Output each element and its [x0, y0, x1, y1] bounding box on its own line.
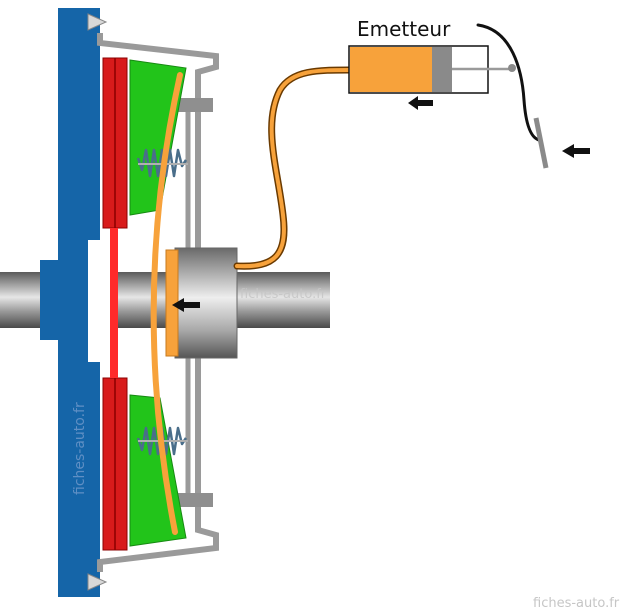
watermark-vertical: fiches-auto.fr [72, 402, 88, 495]
arrow-left-icon [562, 144, 590, 158]
watermark-center: fiches-auto.fr [240, 287, 327, 302]
hydraulic-hose [233, 66, 354, 270]
master-cylinder-piston [432, 47, 452, 92]
diaphragm-spring [150, 72, 183, 535]
emitter-label: Emetteur [357, 17, 451, 41]
arrow-left-icon [172, 298, 200, 312]
spring-top [136, 148, 188, 178]
disc-hub [110, 228, 118, 378]
flywheel-bolt-bottom [87, 573, 108, 591]
flywheel-bolt-top [87, 13, 108, 31]
master-cylinder-fluid [350, 47, 432, 92]
pedal-arm [476, 23, 541, 142]
pedal-pad [533, 117, 549, 169]
pushrod-pivot [508, 64, 516, 72]
arrow-left-icon [408, 96, 433, 110]
input-shaft [0, 272, 46, 328]
hydraulic-hose-inner [235, 68, 352, 269]
flywheel [40, 8, 100, 597]
watermark-corner: fiches-auto.fr [533, 596, 620, 611]
